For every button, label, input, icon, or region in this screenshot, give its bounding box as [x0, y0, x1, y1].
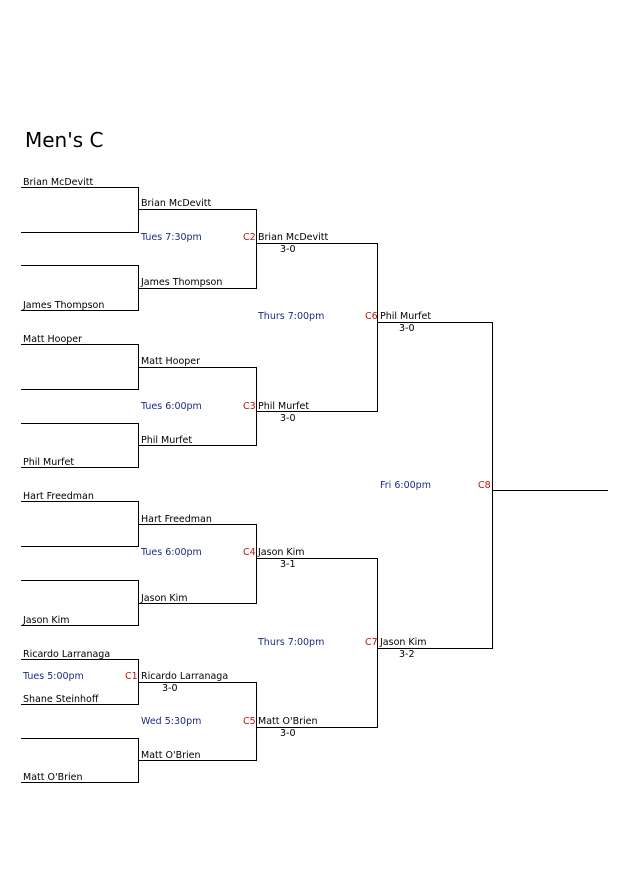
bracket-line: [138, 344, 139, 390]
r2-player-2: James Thompson: [141, 277, 223, 288]
r3-player-1: Brian McDevitt: [258, 232, 329, 243]
bracket-line: [256, 209, 257, 289]
bracket-line: [21, 265, 139, 266]
r3-score-1: 3-0: [280, 244, 296, 255]
bracket-line: [138, 501, 139, 547]
bracket-line: [256, 367, 257, 446]
game-c5-code: C5: [243, 716, 256, 727]
game-c6-code: C6: [365, 311, 378, 322]
bracket-line: [21, 625, 139, 626]
game-c3-time: Tues 6:00pm: [141, 401, 202, 412]
bracket-line: [21, 467, 139, 468]
bracket-line: [377, 558, 378, 728]
bracket-line: [138, 738, 139, 783]
bracket-line: [21, 546, 139, 547]
r1-player-4: Phil Murfet: [23, 457, 75, 468]
game-c2-code: C2: [243, 232, 256, 243]
bracket-line: [21, 344, 139, 345]
game-c2-time: Tues 7:30pm: [141, 232, 202, 243]
r1-player-2: James Thompson: [23, 300, 105, 311]
r2-player-5: Hart Freedman: [141, 514, 212, 525]
bracket-line: [138, 423, 139, 468]
bracket-line: [139, 524, 256, 525]
r2-player-6: Jason Kim: [141, 593, 188, 604]
bracket-line: [21, 232, 139, 233]
bracket-line: [257, 727, 377, 728]
r1-player-6: Jason Kim: [23, 615, 70, 626]
game-c4-time: Tues 6:00pm: [141, 547, 202, 558]
game-c8-code: C8: [478, 480, 491, 491]
bracket-line: [139, 209, 256, 210]
bracket-line: [138, 580, 139, 626]
bracket-line: [139, 367, 256, 368]
bracket-line: [378, 648, 492, 649]
champion-line: [493, 490, 608, 491]
bracket-line: [139, 682, 256, 683]
game-c8-time: Fri 6:00pm: [380, 480, 431, 491]
bracket-line: [138, 187, 139, 233]
bracket-line: [21, 310, 139, 311]
bracket-line: [21, 423, 139, 424]
r3-score-3: 3-1: [280, 559, 296, 570]
r1-player-7: Ricardo Larranaga: [23, 649, 111, 660]
bracket-line: [257, 243, 377, 244]
r3-player-4: Matt O'Brien: [258, 716, 318, 727]
bracket-line: [256, 524, 257, 604]
r2-player-7: Ricardo Larranaga: [141, 671, 229, 682]
bracket-line: [139, 445, 256, 446]
bracket-line: [138, 659, 139, 705]
bracket-line: [21, 782, 139, 783]
r1-player-3: Matt Hooper: [23, 334, 83, 345]
r1-player-5: Hart Freedman: [23, 491, 94, 502]
r4-player-1: Phil Murfet: [380, 311, 432, 322]
bracket-line: [21, 501, 139, 502]
bracket-line: [377, 243, 378, 412]
bracket-line: [257, 411, 377, 412]
bracket-line: [21, 704, 139, 705]
r3-player-2: Phil Murfet: [258, 401, 310, 412]
bracket-line: [492, 322, 493, 649]
bracket-line: [256, 682, 257, 761]
bracket-line: [257, 558, 377, 559]
bracket-line: [21, 580, 139, 581]
bracket-line: [139, 760, 256, 761]
r4-score-1: 3-0: [399, 323, 415, 334]
r3-score-2: 3-0: [280, 413, 296, 424]
game-c3-code: C3: [243, 401, 256, 412]
r1-player-1: Brian McDevitt: [23, 177, 94, 188]
game-c6-time: Thurs 7:00pm: [258, 311, 325, 322]
game-c1-code: C1: [125, 671, 138, 682]
bracket-line: [139, 603, 256, 604]
bracket-line: [21, 738, 139, 739]
r1-player-9: Matt O'Brien: [23, 772, 83, 783]
r2-player-4: Phil Murfet: [141, 435, 193, 446]
r2-player-3: Matt Hooper: [141, 356, 201, 367]
r3-player-3: Jason Kim: [258, 547, 305, 558]
game-c7-time: Thurs 7:00pm: [258, 637, 325, 648]
game-c4-code: C4: [243, 547, 256, 558]
game-c1-time: Tues 5:00pm: [23, 671, 84, 682]
bracket-line: [21, 187, 139, 188]
r1-player-8: Shane Steinhoff: [23, 694, 99, 705]
bracket-line: [21, 389, 139, 390]
r4-score-2: 3-2: [399, 649, 415, 660]
bracket-line: [138, 265, 139, 311]
r2-score-7: 3-0: [162, 683, 178, 694]
game-c5-time: Wed 5:30pm: [141, 716, 202, 727]
game-c7-code: C7: [365, 637, 378, 648]
r4-player-2: Jason Kim: [380, 637, 427, 648]
bracket-line: [378, 322, 492, 323]
r2-player-1: Brian McDevitt: [141, 198, 212, 209]
bracket-line: [21, 659, 139, 660]
bracket-line: [139, 288, 256, 289]
r3-score-4: 3-0: [280, 728, 296, 739]
r2-player-8: Matt O'Brien: [141, 750, 201, 761]
page-title: Men's C: [25, 128, 104, 152]
